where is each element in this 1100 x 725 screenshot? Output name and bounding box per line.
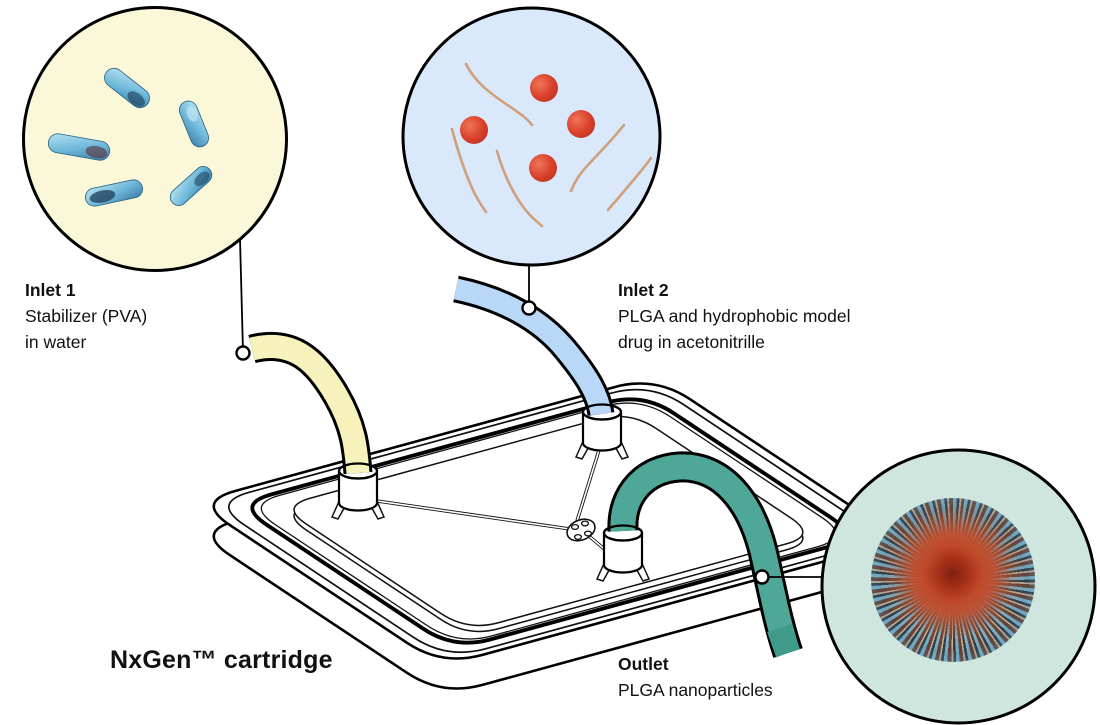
pva-blob — [169, 166, 213, 206]
inlet1-tube — [249, 334, 370, 474]
plga-strand — [450, 127, 488, 214]
microchannels — [376, 446, 610, 554]
inlet2-port-rim — [581, 403, 623, 421]
pva-blobs — [47, 67, 213, 207]
plga-strand — [464, 62, 534, 127]
drug-sphere — [529, 154, 557, 182]
plga-strand — [569, 123, 626, 193]
outlet-label-line1: PLGA nanoparticles — [618, 680, 773, 700]
inlet2-label-title: Inlet 2 — [618, 280, 669, 300]
inlet2-magnified-view — [401, 6, 662, 267]
drug-spheres — [460, 74, 595, 182]
ports — [330, 403, 651, 582]
channel-inlet2-core — [576, 446, 601, 522]
inlet2-label: Inlet 2 PLGA and hydrophobic model drug … — [618, 277, 851, 355]
inlet1-label-line1: Stabilizer (PVA) — [25, 306, 148, 326]
inlet1-magnified-view — [22, 6, 288, 272]
port-rims — [337, 403, 644, 542]
outlet-tube — [610, 454, 800, 657]
pva-blob — [85, 179, 143, 207]
drug-sphere — [460, 116, 488, 144]
plga-nanoparticle-image — [871, 498, 1035, 662]
leader-lines — [239, 238, 823, 578]
mixer-junction — [566, 518, 596, 542]
tubes — [248, 275, 803, 658]
inlet1-port-rim — [337, 462, 379, 480]
inlet1-leader-line — [239, 238, 244, 352]
inlet1-label-title: Inlet 1 — [25, 280, 76, 300]
inlet2-leader-marker — [521, 300, 537, 316]
inlet2-view-circle — [401, 6, 662, 267]
outlet-leader-marker — [754, 569, 770, 585]
pva-blob — [104, 67, 150, 109]
inlet2-label-line2: drug in acetonitrille — [618, 332, 765, 352]
pva-blob — [178, 100, 210, 148]
plga-strand — [495, 149, 544, 228]
inlet1-leader-marker — [235, 345, 251, 361]
outlet-label: Outlet PLGA nanoparticles — [618, 651, 773, 703]
channel-inlet1-core — [376, 500, 571, 530]
drug-sphere — [567, 110, 595, 138]
inlet2-label-line1: PLGA and hydrophobic model — [618, 306, 851, 326]
cartridge-title: NxGen™ cartridge — [110, 646, 333, 674]
drug-sphere — [530, 74, 558, 102]
outlet-label-title: Outlet — [618, 654, 669, 674]
inlet1-label-line2: in water — [25, 332, 87, 352]
outlet-tube-tip — [767, 624, 800, 658]
pva-blob — [47, 133, 111, 161]
leader-markers — [235, 300, 770, 585]
plga-strands — [450, 62, 653, 228]
inlet2-tube — [453, 278, 612, 416]
plga-strand — [606, 156, 653, 212]
inlet1-label: Inlet 1 Stabilizer (PVA) in water — [25, 277, 147, 355]
outlet-port-rim — [602, 524, 644, 542]
